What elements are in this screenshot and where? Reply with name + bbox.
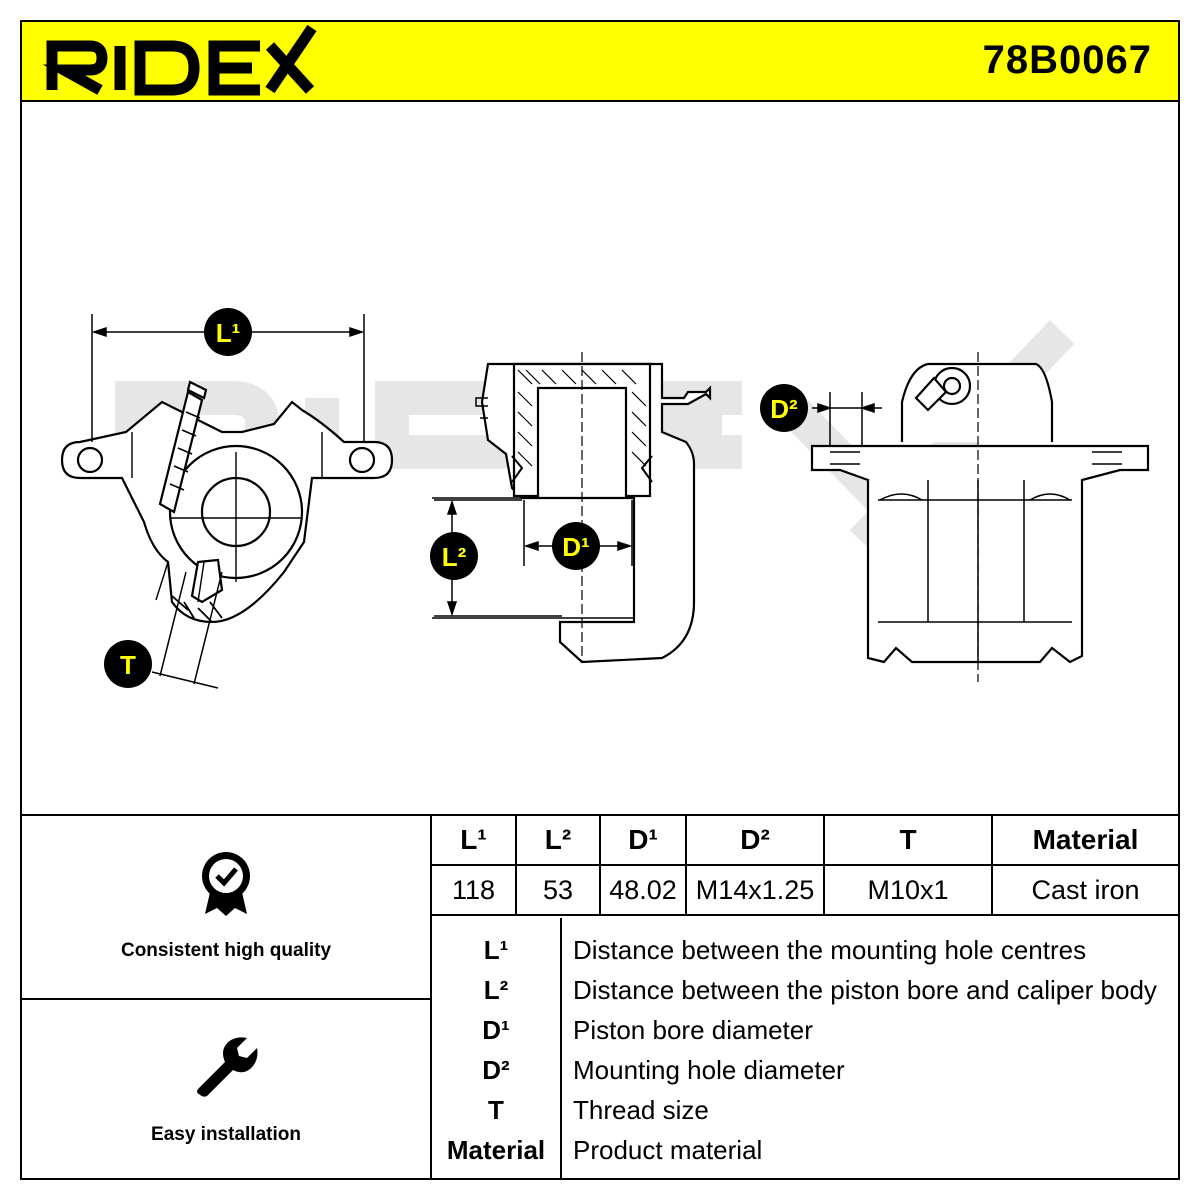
spec-header-t: T bbox=[824, 816, 993, 866]
spec-value-l2: 53 bbox=[516, 865, 601, 916]
spec-header-material: Material bbox=[992, 816, 1178, 866]
legend-row: D¹ Piston bore diameter bbox=[432, 1010, 1178, 1050]
legend-symbol: D¹ bbox=[482, 1015, 510, 1045]
legend-description: Piston bore diameter bbox=[573, 1015, 813, 1045]
legend-symbol: L² bbox=[483, 975, 509, 1005]
part-number: 78B0067 bbox=[982, 38, 1152, 82]
spec-header-d2: D² bbox=[686, 816, 825, 866]
callout-d2-label: D² bbox=[770, 394, 798, 424]
legend-row: D² Mounting hole diameter bbox=[432, 1050, 1178, 1090]
specs-header-row: L¹ L² D¹ D² T Material bbox=[432, 816, 1178, 866]
t-dimension bbox=[151, 571, 223, 689]
spec-value-material: Cast iron bbox=[992, 865, 1178, 916]
legend-description: Distance between the mounting hole centr… bbox=[573, 935, 1087, 965]
legend-description: Distance between the piston bore and cal… bbox=[573, 975, 1157, 1005]
caliper-top-view bbox=[810, 352, 1150, 682]
callout-t-label: T bbox=[120, 650, 136, 680]
spec-header-l2: L² bbox=[516, 816, 601, 866]
features-panel: Consistent high quality Easy installatio… bbox=[22, 816, 432, 1178]
callout-d1: D¹ bbox=[552, 522, 600, 570]
info-section: Consistent high quality Easy installatio… bbox=[22, 814, 1178, 1178]
callout-d1-label: D¹ bbox=[562, 532, 589, 562]
brand-logo bbox=[42, 24, 322, 103]
legend-description: Thread size bbox=[573, 1095, 709, 1125]
legend-table: L¹ Distance between the mounting hole ce… bbox=[432, 918, 1178, 1178]
legend-symbol: T bbox=[488, 1095, 504, 1125]
ridex-logo-mark bbox=[42, 24, 317, 96]
callout-l1: L¹ bbox=[204, 308, 252, 356]
legend-description: Mounting hole diameter bbox=[573, 1055, 845, 1085]
caliper-section-view bbox=[432, 352, 712, 664]
specs-value-row: 118 53 48.02 M14x1.25 M10x1 Cast iron bbox=[432, 865, 1178, 916]
header-bar: 78B0067 bbox=[22, 22, 1178, 102]
spec-value-d2: M14x1.25 bbox=[686, 865, 825, 916]
legend-row: L² Distance between the piston bore and … bbox=[432, 970, 1178, 1010]
wrench-icon bbox=[22, 1034, 430, 1105]
product-datasheet: 78B0067 bbox=[20, 20, 1180, 1180]
legend-description: Product material bbox=[573, 1135, 763, 1165]
spec-header-l1: L¹ bbox=[432, 816, 517, 866]
feature-installation: Easy installation bbox=[22, 1000, 430, 1178]
feature-installation-label: Easy installation bbox=[151, 1124, 301, 1145]
caliper-front-view bbox=[60, 380, 394, 624]
d2-dimension bbox=[812, 392, 882, 446]
callout-l1-label: L¹ bbox=[216, 318, 241, 348]
feature-quality-label: Consistent high quality bbox=[120, 940, 332, 961]
technical-drawing: L¹ T L² D¹ D² bbox=[22, 102, 1178, 814]
callout-d2: D² bbox=[760, 384, 808, 432]
caliper-drawing: L¹ T L² D¹ D² bbox=[60, 308, 1150, 689]
callout-l2-label: L² bbox=[442, 542, 467, 572]
feature-quality: Consistent high quality bbox=[22, 816, 430, 1000]
legend-symbol: L¹ bbox=[483, 935, 509, 965]
spec-header-d1: D¹ bbox=[600, 816, 687, 866]
spec-value-d1: 48.02 bbox=[600, 865, 687, 916]
spec-value-l1: 118 bbox=[432, 865, 517, 916]
legend-row: L¹ Distance between the mounting hole ce… bbox=[432, 930, 1178, 970]
legend-symbol: D² bbox=[482, 1055, 510, 1085]
callout-l2: L² bbox=[430, 532, 478, 580]
spec-value-t: M10x1 bbox=[824, 865, 993, 916]
legend-row: T Thread size bbox=[432, 1090, 1178, 1130]
legend-symbol: Material bbox=[446, 1135, 546, 1165]
callout-t: T bbox=[104, 640, 152, 688]
quality-badge-icon bbox=[22, 850, 430, 921]
legend-row: Material Product material bbox=[432, 1130, 1178, 1170]
legend-divider bbox=[560, 918, 562, 1178]
specs-table: L¹ L² D¹ D² T Material 118 53 48.02 M14x… bbox=[432, 816, 1178, 916]
